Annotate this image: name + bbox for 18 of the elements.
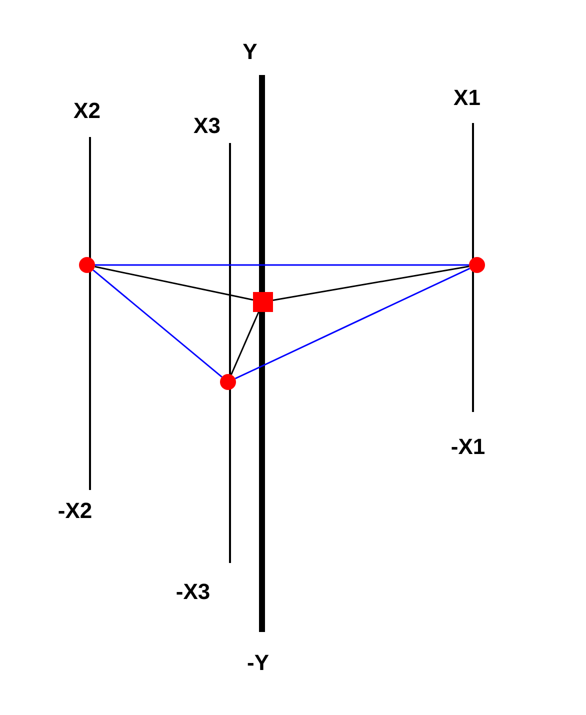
point-marker xyxy=(220,374,236,390)
axis-label: X2 xyxy=(74,100,100,122)
axis-label: -X3 xyxy=(176,581,210,603)
point-marker xyxy=(79,257,95,273)
connector-line xyxy=(234,268,470,380)
connector-line xyxy=(272,266,470,301)
connector-line xyxy=(230,312,260,375)
axis-label: -X1 xyxy=(450,436,486,458)
axis-label: X1 xyxy=(454,87,480,109)
axis-label: Y xyxy=(242,41,258,63)
connector-line xyxy=(92,270,222,378)
square-marker xyxy=(253,292,273,312)
axis-label: X3 xyxy=(194,115,220,137)
connector-line xyxy=(95,264,469,266)
connector-line xyxy=(94,266,254,301)
axis-label: -X2 xyxy=(58,500,92,522)
axis-label: -Y xyxy=(247,652,269,674)
point-marker xyxy=(469,257,485,273)
